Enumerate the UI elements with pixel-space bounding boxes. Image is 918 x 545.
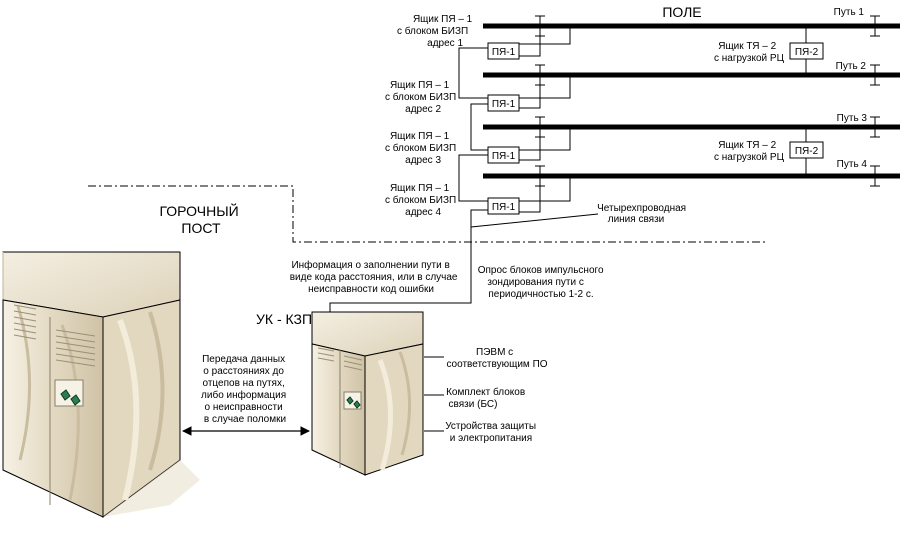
track-2-label: Путь 2 xyxy=(836,61,867,72)
py2-box-1: ПЯ-2 xyxy=(789,42,824,60)
uk-kzp-server xyxy=(311,311,424,476)
hump-post-server xyxy=(2,251,200,518)
poll-text: Опрос блоков импульсного зондирования пу… xyxy=(478,264,607,300)
track-1-label: Путь 1 xyxy=(834,7,865,18)
info-text: Информация о заполнении пути в виде кода… xyxy=(290,259,461,295)
py1-desc-1: Ящик ПЯ – 1 с блоком БИЗП адрес 1 xyxy=(397,14,475,49)
track-4-label: Путь 4 xyxy=(837,159,868,170)
py2-box-2: ПЯ-2 xyxy=(789,141,824,159)
py2-box-1-label: ПЯ-2 xyxy=(795,47,819,58)
component-leaders xyxy=(424,356,444,432)
track-3-label: Путь 3 xyxy=(837,113,868,124)
tracks: Путь 1 Путь 2 Путь 3 Путь 4 xyxy=(483,7,900,187)
py1-desc-4: Ящик ПЯ – 1 с блоком БИЗП адрес 4 xyxy=(385,183,459,218)
py1-box-3: ПЯ-1 xyxy=(487,146,520,164)
field-title: ПОЛЕ xyxy=(662,4,701,20)
py1-box-1: ПЯ-1 xyxy=(487,42,520,60)
py1-box-2: ПЯ-1 xyxy=(487,94,520,112)
component-comm-blocks: Комплект блоков связи (БС) xyxy=(446,386,528,410)
py1-wiring xyxy=(458,26,571,236)
comm-line-leader xyxy=(470,213,599,228)
insulating-joints xyxy=(535,15,880,187)
py1-desc-2: Ящик ПЯ – 1 с блоком БИЗП адрес 2 xyxy=(385,80,459,115)
py1-box-2-label: ПЯ-1 xyxy=(492,99,516,110)
py1-box-1-label: ПЯ-1 xyxy=(492,47,516,58)
hump-post-label: ГОРОЧНЫЙ ПОСТ xyxy=(159,202,242,236)
component-pc: ПЭВМ с соответствующим ПО xyxy=(446,347,547,370)
py1-box-4-label: ПЯ-1 xyxy=(492,202,516,213)
py1-desc-3: Ящик ПЯ – 1 с блоком БИЗП адрес 3 xyxy=(385,131,459,166)
py1-box-4: ПЯ-1 xyxy=(487,197,520,215)
py2-box-2-label: ПЯ-2 xyxy=(795,146,819,157)
comm-line-label: Четырехпроводная линия связи xyxy=(597,203,689,225)
py1-box-3-label: ПЯ-1 xyxy=(492,151,516,162)
uk-kzp-label: УК - КЗП xyxy=(256,311,312,327)
transfer-text: Передача данных о расстояниях до отцепов… xyxy=(201,354,289,425)
py2-desc-2: Ящик ТЯ – 2 с нагрузкой РЦ xyxy=(714,140,785,163)
component-protection: Устройства защиты и электропитания xyxy=(445,421,539,444)
py2-desc-1: Ящик ТЯ – 2 с нагрузкой РЦ xyxy=(714,41,785,64)
hump-post-boundary xyxy=(88,185,765,243)
